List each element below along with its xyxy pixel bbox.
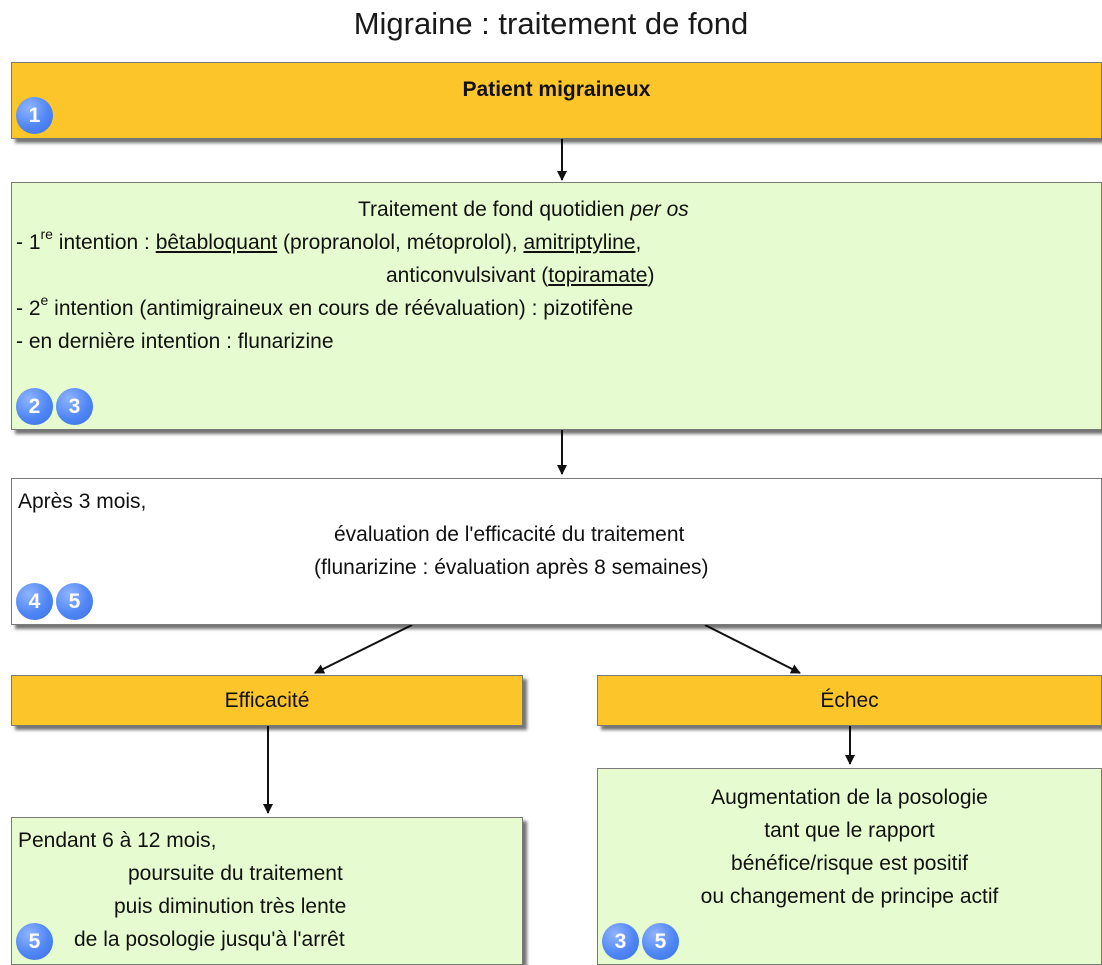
reference-badge[interactable]: 2 (16, 388, 53, 425)
augmentation-condition: tant que le rapport (764, 819, 935, 842)
treatment-second-intention: - 2e intention (antimigraineux en cours … (16, 292, 634, 320)
reference-badge[interactable]: 5 (16, 923, 53, 960)
continuation-stop: de la posologie jusqu'à l'arrêt (74, 928, 345, 951)
treatment-heading: Traitement de fond quotidien per os (358, 198, 689, 221)
amitriptyline-link[interactable]: amitriptyline (523, 231, 636, 254)
echec-box: Échec (597, 675, 1102, 726)
reference-badge[interactable]: 5 (642, 923, 679, 960)
treatment-anticonvulsivant: anticonvulsivant (topiramate) (386, 264, 655, 287)
evaluation-box: Après 3 mois, évaluation de l'efficacité… (11, 478, 1102, 625)
arrow-evaluation-to-efficacite (314, 624, 413, 674)
treatment-box: Traitement de fond quotidien per os - 1r… (11, 182, 1102, 430)
augmentation-box: Augmentation de la posologie tant que le… (597, 768, 1102, 965)
reference-badge[interactable]: 3 (602, 923, 639, 960)
patient-label: Patient migraineux (462, 78, 651, 101)
reference-badge[interactable]: 5 (56, 583, 93, 620)
arrow-evaluation-to-echec (704, 624, 801, 674)
evaluation-flunarizine: (flunarizine : évaluation après 8 semain… (314, 556, 709, 579)
diagram-title: Migraine : traitement de fond (353, 6, 749, 41)
echec-label: Échec (820, 689, 879, 712)
augmentation-badges: 3 5 (602, 923, 679, 960)
continuation-duration: Pendant 6 à 12 mois, (18, 829, 217, 852)
augmentation-benefit-risk: bénéfice/risque est positif (731, 852, 968, 875)
topiramate-link[interactable]: topiramate (548, 264, 648, 287)
augmentation-dosage: Augmentation de la posologie (711, 786, 988, 809)
treatment-first-intention: - 1re intention : bêtabloquant (proprano… (16, 226, 642, 254)
treatment-badges: 2 3 (16, 388, 93, 425)
efficacite-label: Efficacité (224, 689, 310, 712)
evaluation-delay: Après 3 mois, (18, 490, 147, 513)
patient-badges: 1 (16, 97, 53, 134)
treatment-last-intention: - en dernière intention : flunarizine (16, 330, 334, 353)
evaluation-efficacy: évaluation de l'efficacité du traitement (334, 523, 685, 546)
reference-badge[interactable]: 4 (16, 583, 53, 620)
reference-badge[interactable]: 3 (56, 388, 93, 425)
reference-badge[interactable]: 1 (16, 97, 53, 134)
efficacite-box: Efficacité (11, 675, 523, 726)
continuation-decrease: puis diminution très lente (114, 895, 347, 918)
continuation-badges: 5 (16, 923, 53, 960)
augmentation-change: ou changement de principe actif (700, 885, 999, 908)
continuation-pursue: poursuite du traitement (128, 862, 343, 885)
evaluation-badges: 4 5 (16, 583, 93, 620)
continuation-box: Pendant 6 à 12 mois, poursuite du traite… (11, 817, 523, 965)
patient-box: Patient migraineux 1 (11, 62, 1102, 139)
betabloquant-link[interactable]: bêtabloquant (155, 231, 278, 254)
